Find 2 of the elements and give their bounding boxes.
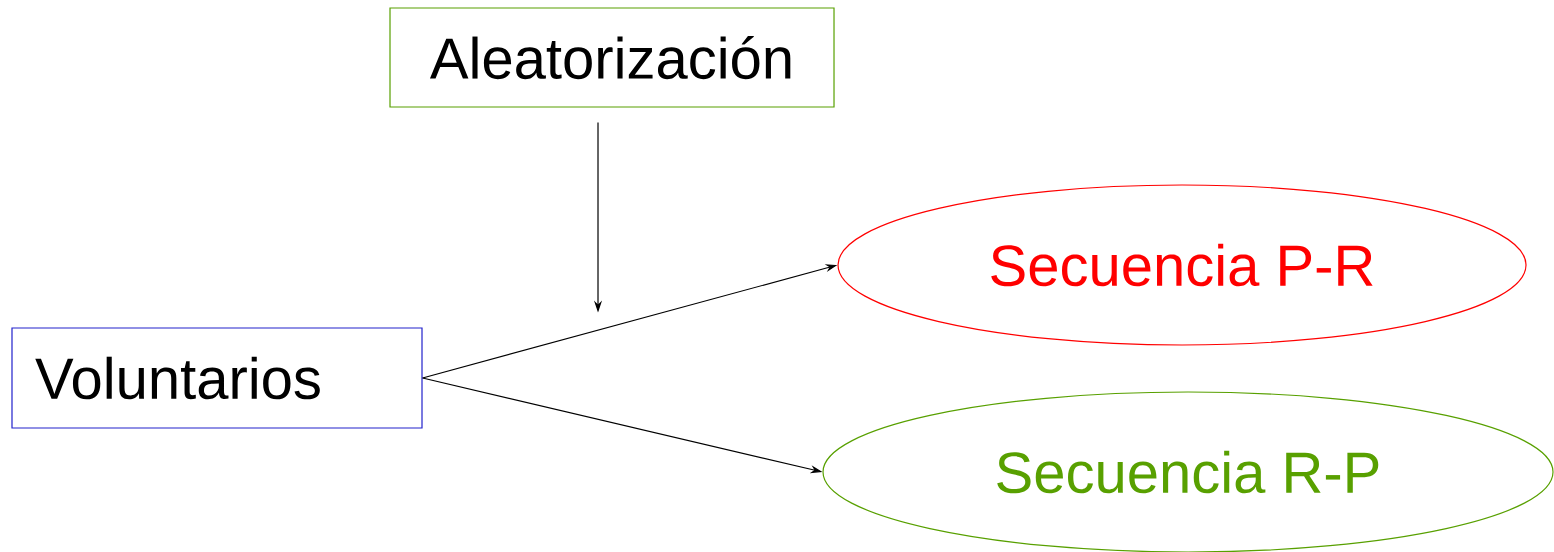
process-box: Aleatorización [389, 7, 835, 108]
process-box: Voluntarios [11, 327, 423, 429]
